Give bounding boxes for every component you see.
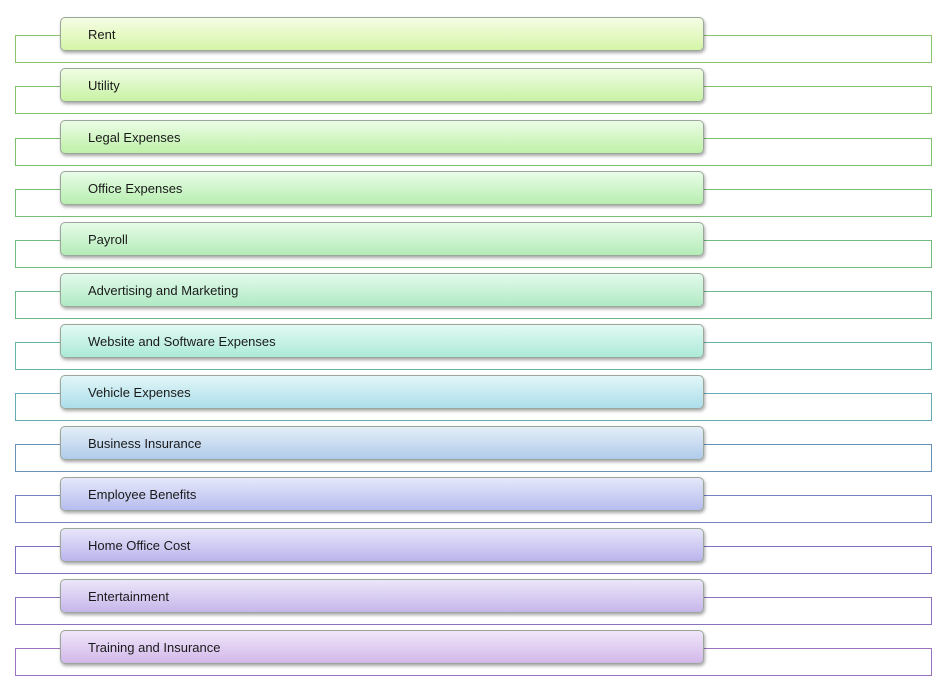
category-label: Home Office Cost [88,537,191,553]
category-pill: Legal Expenses [60,120,704,154]
category-row: Home Office Cost [0,528,941,579]
category-row: Payroll [0,222,941,273]
category-row: Training and Insurance [0,630,941,681]
category-pill: Home Office Cost [60,528,704,562]
category-pill: Training and Insurance [60,630,704,664]
category-pill: Utility [60,68,704,102]
category-pill: Employee Benefits [60,477,704,511]
category-pill: Website and Software Expenses [60,324,704,358]
category-pill: Entertainment [60,579,704,613]
category-label: Vehicle Expenses [88,384,191,400]
category-label: Legal Expenses [88,129,181,145]
category-row: Legal Expenses [0,120,941,171]
category-label: Payroll [88,231,128,247]
category-label: Advertising and Marketing [88,282,239,298]
category-pill: Payroll [60,222,704,256]
category-label: Entertainment [88,588,169,604]
category-row: Business Insurance [0,426,941,477]
category-row: Employee Benefits [0,477,941,528]
category-row: Vehicle Expenses [0,375,941,426]
category-label: Utility [88,77,120,93]
category-row: Utility [0,68,941,119]
category-pill: Business Insurance [60,426,704,460]
category-pill: Advertising and Marketing [60,273,704,307]
category-row: Entertainment [0,579,941,630]
category-pill: Office Expenses [60,171,704,205]
category-label: Website and Software Expenses [88,333,276,349]
category-row: Advertising and Marketing [0,273,941,324]
category-label: Training and Insurance [88,639,221,655]
category-pill: Vehicle Expenses [60,375,704,409]
category-row: Website and Software Expenses [0,324,941,375]
category-label: Office Expenses [88,180,183,196]
category-pill: Rent [60,17,704,51]
category-row: Rent [0,17,941,68]
category-label: Business Insurance [88,435,202,451]
category-label: Employee Benefits [88,486,197,502]
category-row: Office Expenses [0,171,941,222]
category-label: Rent [88,26,116,42]
